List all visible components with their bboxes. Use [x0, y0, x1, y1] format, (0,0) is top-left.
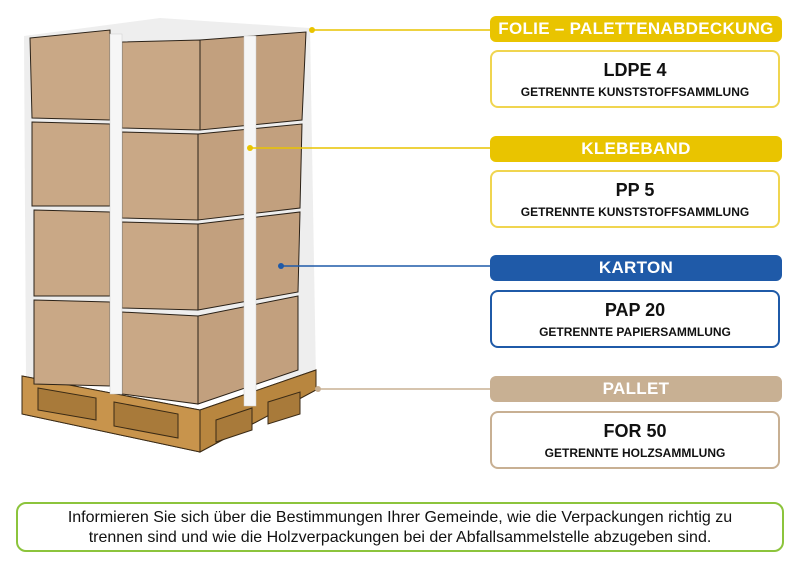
klebeband-description: GETRENNTE KUNSTSTOFFSAMMLUNG — [520, 205, 750, 219]
wooden-pallet — [21, 369, 317, 453]
karton-card: PAP 20 GETRENNTE PAPIERSAMMLUNG — [490, 290, 780, 348]
folie-code: LDPE 4 — [603, 60, 667, 80]
pallet-description: GETRENNTE HOLZSAMMLUNG — [544, 446, 726, 460]
klebeband-card: PP 5 GETRENNTE KUNSTSTOFFSAMMLUNG — [490, 170, 780, 228]
karton-description: GETRENNTE PAPIERSAMMLUNG — [539, 325, 731, 339]
pallet-card: FOR 50 GETRENNTE HOLZSAMMLUNG — [490, 411, 780, 469]
info-note: Informieren Sie sich über die Bestimmung… — [16, 502, 784, 552]
pallet-code: FOR 50 — [603, 421, 667, 441]
folie-description: GETRENNTE KUNSTSTOFFSAMMLUNG — [520, 85, 750, 99]
folie-card: LDPE 4 GETRENNTE KUNSTSTOFFSAMMLUNG — [490, 50, 780, 108]
straps — [109, 33, 257, 407]
connector-lines — [247, 27, 490, 392]
pallet-header: PALLET — [490, 376, 782, 402]
klebeband-code: PP 5 — [615, 180, 655, 200]
karton-code: PAP 20 — [604, 300, 666, 320]
info-note-line-2: trennen sind und wie die Holzverpackunge… — [88, 529, 712, 546]
klebeband-header: KLEBEBAND — [490, 136, 782, 162]
info-note-line-1: Informieren Sie sich über die Bestimmung… — [67, 509, 733, 526]
folie-header: FOLIE – PALETTENABDECKUNG — [490, 16, 782, 42]
cardboard-boxes — [29, 29, 307, 405]
karton-header: KARTON — [490, 255, 782, 281]
